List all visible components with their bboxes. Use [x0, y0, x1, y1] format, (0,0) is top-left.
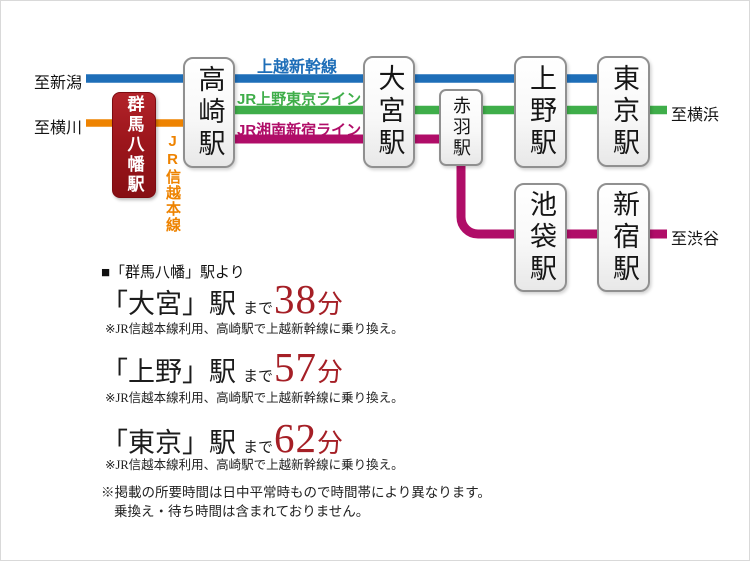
station-box-ueno: 上野駅: [514, 56, 567, 168]
minutes-unit: 分: [317, 429, 344, 458]
line-label-jr-ueno-tokyo: JR上野東京ライン: [237, 91, 362, 108]
disclaimer-line-1: ※掲載の所要時間は日中平常時もので時間帯により異なります。: [101, 485, 491, 500]
travel-note-omiya: ※JR信越本線利用、高崎駅で上越新幹線に乗り換え。: [105, 322, 404, 336]
line-label-jr-shinetsu-honsen: JR信越本線: [164, 133, 181, 233]
disclaimer-line-2: 乗換え・待ち時間は含まれておりません。: [114, 504, 370, 519]
made-text: まで: [243, 440, 274, 456]
travel-minutes: 57: [274, 344, 318, 390]
travel-note-ueno: ※JR信越本線利用、高崎駅で上越新幹線に乗り換え。: [105, 391, 404, 405]
station-box-tokyo: 東京駅: [597, 56, 650, 167]
station-box-akabane: 赤羽駅: [439, 89, 483, 166]
shonan-shinjuku-line: [207, 134, 667, 239]
made-text: まで: [243, 301, 274, 317]
destination-station-name: 「東京」駅: [101, 428, 236, 458]
station-box-ikebukuro: 池袋駅: [514, 183, 567, 292]
travel-minutes: 62: [274, 415, 318, 461]
endpoint-label-shibuya: 至渋谷: [671, 231, 720, 248]
travel-note-tokyo: ※JR信越本線利用、高崎駅で上越新幹線に乗り換え。: [105, 458, 404, 472]
station-box-shinjuku: 新宿駅: [597, 183, 650, 292]
minutes-unit: 分: [317, 290, 344, 319]
travel-time-row-ueno: 「上野」駅 まで 57 分: [101, 347, 343, 388]
destination-station-name: 「上野」駅: [101, 357, 236, 387]
station-box-omiya: 大宮駅: [363, 56, 415, 168]
travel-minutes: 38: [274, 276, 318, 322]
travel-time-row-omiya: 「大宮」駅 まで 38 分: [101, 279, 343, 320]
destination-station-name: 「大宮」駅: [101, 289, 236, 319]
line-label-jr-shonan-shinjuku: JR湘南新宿ライン: [237, 122, 362, 139]
station-box-gunma-yawata: 群馬八幡駅: [112, 92, 156, 198]
endpoint-label-niigata: 至新潟: [34, 75, 83, 92]
line-label-joetsu-shinkansen: 上越新幹線: [257, 59, 338, 76]
made-text: まで: [243, 369, 274, 385]
access-heading: ■「群馬八幡」駅より: [101, 265, 245, 281]
minutes-unit: 分: [317, 358, 344, 387]
station-box-takasaki: 高崎駅: [183, 57, 235, 168]
travel-time-row-tokyo: 「東京」駅 まで 62 分: [101, 418, 343, 459]
endpoint-label-yokohama: 至横浜: [671, 107, 720, 124]
endpoint-label-yokokawa: 至横川: [34, 120, 83, 137]
